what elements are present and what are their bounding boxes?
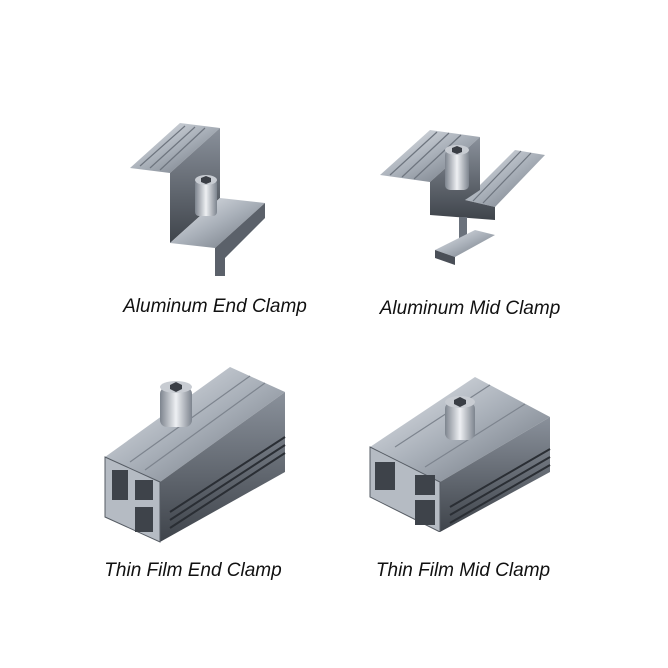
thin-film-end-clamp-image	[100, 362, 295, 547]
aluminum-end-clamp-image	[125, 118, 275, 283]
thin-film-mid-clamp-label: Thin Film Mid Clamp	[375, 560, 551, 581]
thin-film-end-clamp-label: Thin Film End Clamp	[104, 560, 282, 581]
aluminum-mid-clamp-image	[375, 125, 550, 270]
thin-film-mid-clamp-image	[365, 372, 555, 532]
aluminum-mid-clamp-label: Aluminum Mid Clamp	[379, 298, 561, 319]
aluminum-end-clamp-label: Aluminum End Clamp	[123, 296, 307, 317]
